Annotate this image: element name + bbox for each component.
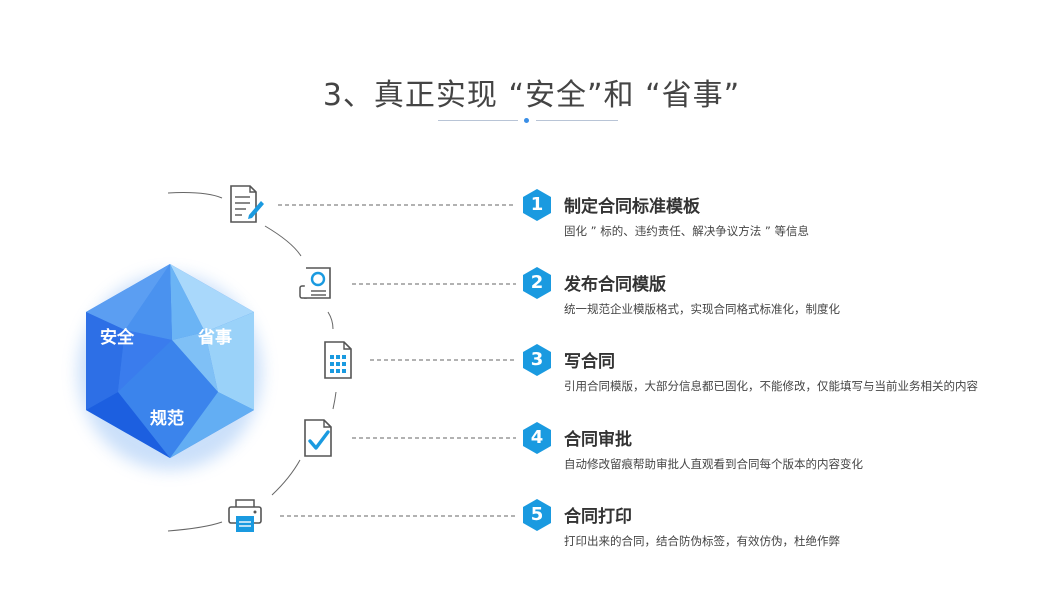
step-title: 合同打印 <box>564 507 632 527</box>
checked-document-icon <box>300 416 340 460</box>
gem-label-security: 安全 <box>100 328 134 348</box>
printer-icon <box>226 494 266 538</box>
step-number-hexagon <box>523 422 551 454</box>
step-description: 统一规范企业模版格式，实现合同格式标准化，制度化 <box>564 302 840 316</box>
step-description: 引用合同模版，大部分信息都已固化，不能修改，仅能填写与当前业务相关的内容 <box>564 379 978 393</box>
spreadsheet-document-icon <box>320 338 360 382</box>
step-number-hexagon <box>523 344 551 376</box>
step-title: 发布合同模版 <box>564 275 666 295</box>
step-number: 4 <box>530 427 544 448</box>
step-number-hexagon <box>523 189 551 221</box>
step-description: 自动修改留痕帮助审批人直观看到合同每个版本的内容变化 <box>564 457 863 471</box>
certificate-icon <box>298 262 338 306</box>
step-title: 制定合同标准模板 <box>564 197 700 217</box>
step-number: 5 <box>530 504 544 525</box>
step-title: 写合同 <box>564 352 615 372</box>
step-description: 固化 ” 标的、违约责任、解决争议方法 ” 等信息 <box>564 224 810 238</box>
gem-label-convenience: 省事 <box>198 328 232 348</box>
step-title: 合同审批 <box>564 430 632 450</box>
title-divider-left <box>438 120 518 121</box>
step-number: 3 <box>530 349 544 370</box>
step-number-hexagon <box>523 499 551 531</box>
page-title: 3、真正实现 “安全”和 “省事” <box>322 78 741 113</box>
step-number-hexagon <box>523 267 551 299</box>
step-number: 2 <box>530 272 544 293</box>
title-divider-right <box>536 120 618 121</box>
step-number: 1 <box>530 194 544 215</box>
gem-label-standard: 规范 <box>150 409 184 429</box>
step-description: 打印出来的合同，结合防伪标签，有效仿伪，杜绝作弊 <box>564 534 840 548</box>
document-edit-icon <box>226 182 266 226</box>
title-divider-dot <box>524 118 529 123</box>
